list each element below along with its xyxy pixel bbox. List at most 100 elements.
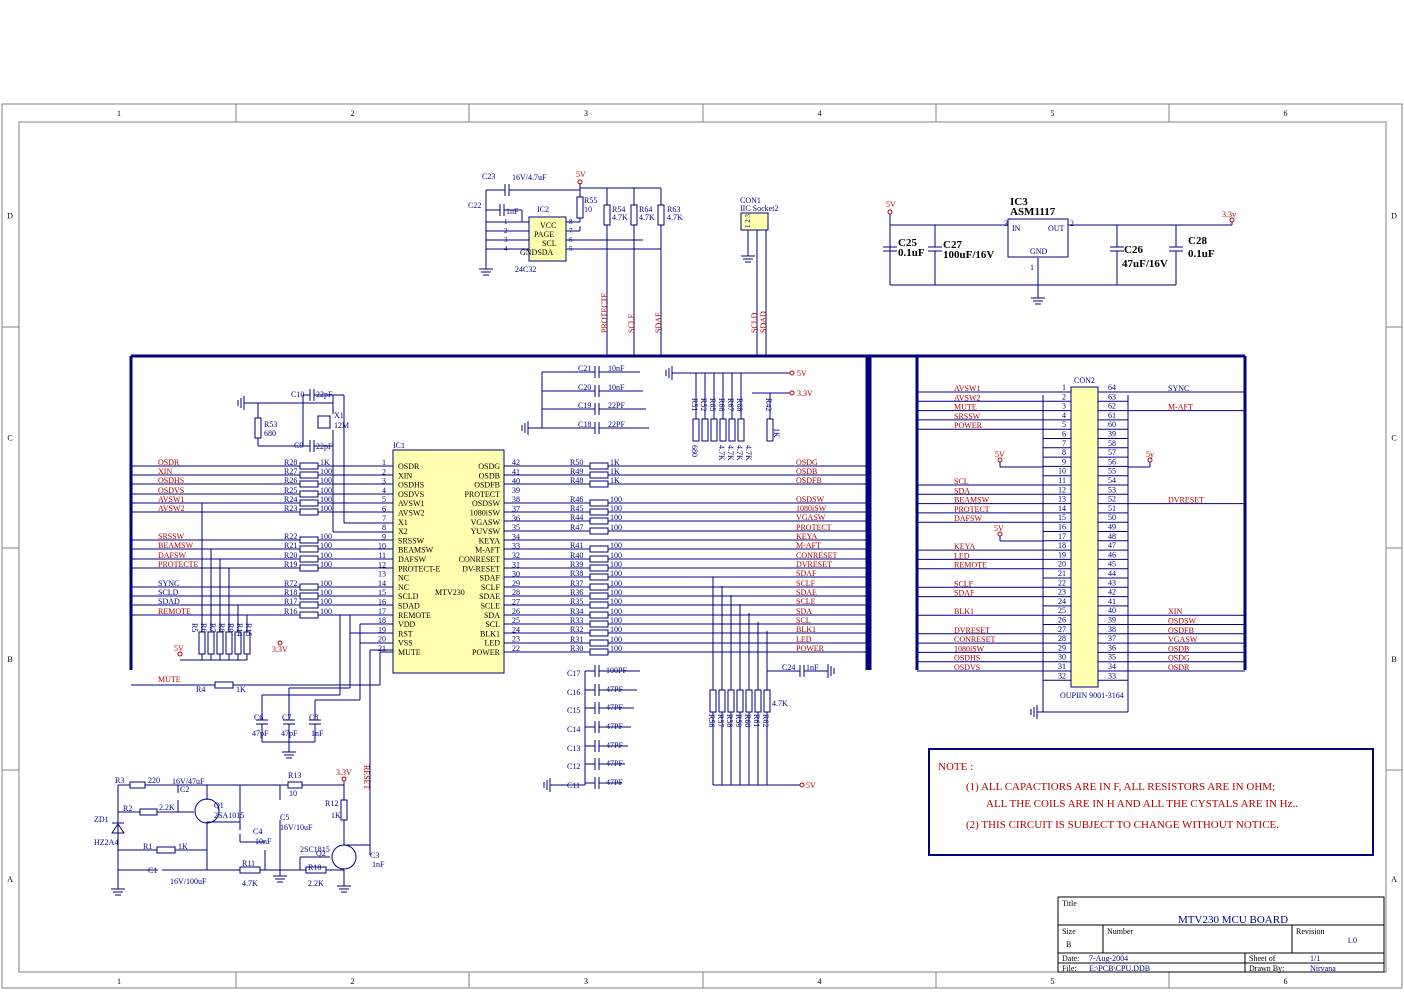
net-label: VGASW — [1168, 635, 1198, 644]
resistor-value: 100 — [610, 579, 622, 588]
ic1-pin-number: 28 — [512, 588, 520, 597]
ic1-ref: IC1 — [393, 441, 405, 450]
ic1-pin-name: SDAF — [480, 574, 501, 583]
con2-pin-number: 16 — [1058, 523, 1066, 532]
cap-ref: C13 — [567, 744, 580, 753]
resistor-ref: R35 — [570, 597, 583, 606]
capacitor-c24 — [799, 665, 805, 677]
filter-capacitor — [594, 758, 600, 770]
series-resistor — [589, 499, 609, 507]
resistor-ref: R26 — [284, 476, 297, 485]
con2-5v: 5V — [995, 450, 1005, 459]
q1-value: 2SA1015 — [214, 811, 244, 820]
pullup-ref: R57 — [716, 714, 725, 727]
r4-label: R4 — [196, 685, 205, 694]
bypass-capacitor — [594, 403, 600, 415]
power-port — [177, 651, 183, 657]
ic1-pin-name: DAFSW — [398, 555, 426, 564]
resistor-value: 100 — [320, 541, 332, 550]
file-label: File: — [1062, 964, 1077, 973]
resistor-value: 1K — [320, 458, 330, 467]
ic2-part: 24C32 — [515, 265, 536, 274]
con2-pin-number: 40 — [1108, 606, 1116, 615]
ic3-in: IN — [1012, 224, 1021, 233]
resistor-ref: R31 — [570, 635, 583, 644]
net-label: SDAF — [796, 569, 817, 578]
cap-ref: C17 — [567, 669, 580, 678]
revision-value: 1.0 — [1347, 936, 1357, 945]
con2-pin-number: 26 — [1058, 616, 1066, 625]
pullup-ref: R8 — [217, 623, 226, 632]
resistor-value: 100 — [610, 560, 622, 569]
pullup-ref: R62 — [761, 714, 770, 727]
reg-vin: 5V — [886, 200, 896, 209]
q1-label: Q1 — [214, 801, 224, 810]
con2-pin-number: 23 — [1058, 588, 1066, 597]
resistor-ref: R41 — [570, 541, 583, 550]
series-resistor — [589, 517, 609, 525]
sheet-value: 1/1 — [1310, 954, 1320, 963]
column-marker: 3 — [584, 109, 588, 118]
ic1-pin-name: KEYA — [479, 536, 501, 545]
resistor-ref: R47 — [570, 523, 583, 532]
series-resistor — [299, 490, 319, 498]
resistor-value: 100 — [320, 486, 332, 495]
con2-pin-number: 10 — [1058, 467, 1066, 476]
x1-value: 12M — [334, 421, 349, 430]
pullup-value: 4.7K — [744, 445, 753, 461]
r63-label: R63 — [667, 205, 680, 214]
pullup-ref: R7 — [208, 623, 217, 632]
note-box: NOTE : (1) ALL CAPACTIORS ARE IN F, ALL … — [928, 748, 1374, 856]
r3-label: R3 — [115, 776, 124, 785]
bypass-capacitor — [594, 366, 600, 378]
c3-value: 1nF — [372, 860, 385, 869]
regulator-section: 5V 3.3v IC3 ASM1117 IN OUT GND 3 2 1 C25… — [883, 196, 1236, 305]
pullup-ref: R65 — [708, 398, 717, 411]
ic1-pin-name: NC — [398, 574, 409, 583]
row-marker: A — [7, 875, 13, 884]
column-marker: 6 — [1284, 977, 1288, 986]
con2-pin-number: 64 — [1108, 383, 1116, 392]
resistor-value: 100 — [610, 644, 622, 653]
con2-pin-number: 56 — [1108, 457, 1116, 466]
net-label: OSDSW — [1168, 617, 1196, 626]
r53-value: 680 — [264, 429, 276, 438]
con2-pin-number: 52 — [1108, 495, 1116, 504]
ic3-pin: 1 — [1030, 263, 1034, 272]
ic1-pin-number: 17 — [378, 607, 386, 616]
pullup-ref: R58 — [725, 714, 734, 727]
ic2-pin: 7 — [569, 227, 573, 235]
ic1-pin-number: 37 — [512, 505, 520, 514]
series-resistor — [299, 592, 319, 600]
series-resistor — [299, 480, 319, 488]
net-label: SCLD — [158, 588, 179, 597]
con2-pin-number: 41 — [1108, 597, 1116, 606]
pullup-resistor — [710, 418, 718, 442]
net-label: DVRESET — [796, 560, 832, 569]
ic3-pin: 2 — [1070, 219, 1074, 228]
r10-label: R10 — [308, 863, 321, 872]
size-label: Size — [1062, 927, 1076, 936]
series-resistor — [299, 545, 319, 553]
cap-value: 47PF — [606, 685, 623, 694]
net-label: OSDHS — [158, 476, 184, 485]
c5-label: C5 — [280, 813, 289, 822]
series-resistor — [299, 536, 319, 544]
pullup-resistor — [207, 631, 215, 655]
con2-5v: 5y — [1146, 450, 1154, 459]
crystal-section: C10 22pF C9 22pF X1 12M R53 680 — [237, 389, 393, 533]
ic3-out: OUT — [1048, 224, 1065, 233]
c6-label: C6 — [254, 713, 263, 722]
ic3-ref: IC3 — [1010, 196, 1028, 208]
net-label: MUTE — [954, 403, 977, 412]
c22-label: C22 — [468, 201, 481, 210]
resistor-value: 100 — [320, 588, 332, 597]
resistor-value: 100 — [320, 607, 332, 616]
net-label: PROTECT — [796, 523, 832, 532]
ic1-pin-name: OSDSW — [472, 499, 500, 508]
net-label: LED — [796, 635, 812, 644]
ic1-pin-number: 22 — [512, 644, 520, 653]
pullup-value: 4.7K — [772, 699, 788, 708]
con2-pin-number: 39 — [1108, 616, 1116, 625]
resistor-ref: R36 — [570, 588, 583, 597]
